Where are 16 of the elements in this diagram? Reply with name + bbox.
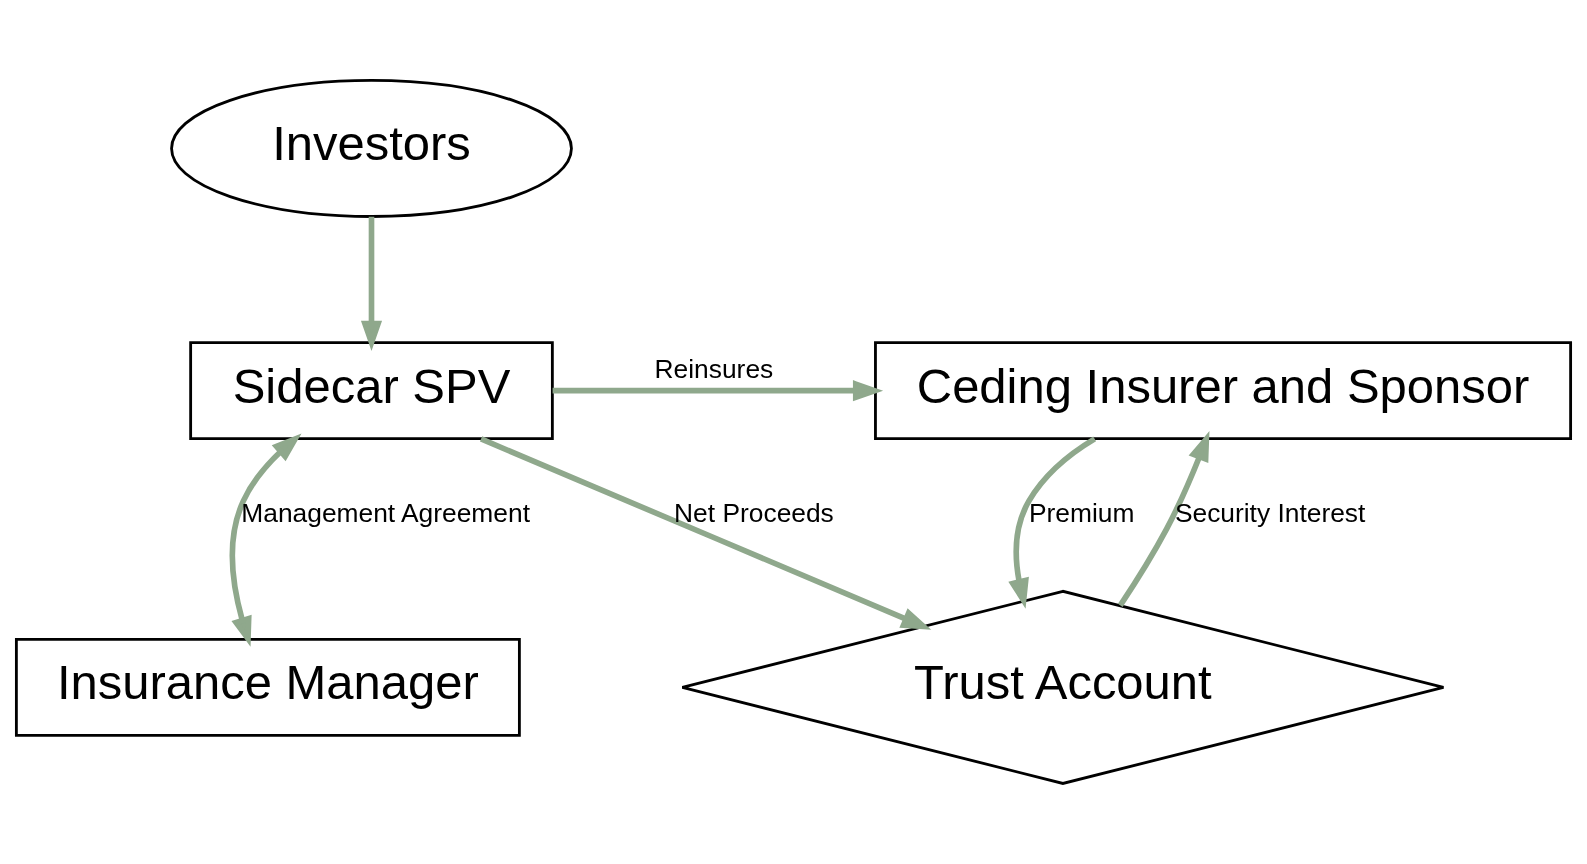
edge-label: Security Interest	[1174, 497, 1366, 528]
arrow	[1008, 436, 1097, 609]
arrow	[229, 433, 302, 647]
node-box: Insurance Manager	[14, 637, 521, 737]
node-diamond: Trust Account	[680, 589, 1445, 785]
edge-label: Reinsures	[654, 353, 774, 384]
node-box: Sidecar SPV	[189, 341, 554, 441]
edge-label: Premium	[1029, 497, 1135, 528]
edge-label: Net Proceeds	[674, 497, 834, 528]
arrow	[479, 436, 932, 630]
arrow	[552, 380, 884, 402]
arrow	[1117, 431, 1210, 607]
edge-label: Management Agreement	[241, 497, 530, 528]
node-ellipse: Investors	[170, 79, 573, 218]
arrow	[360, 216, 383, 351]
node-box: Ceding Insurer and Sponsor	[874, 341, 1573, 441]
